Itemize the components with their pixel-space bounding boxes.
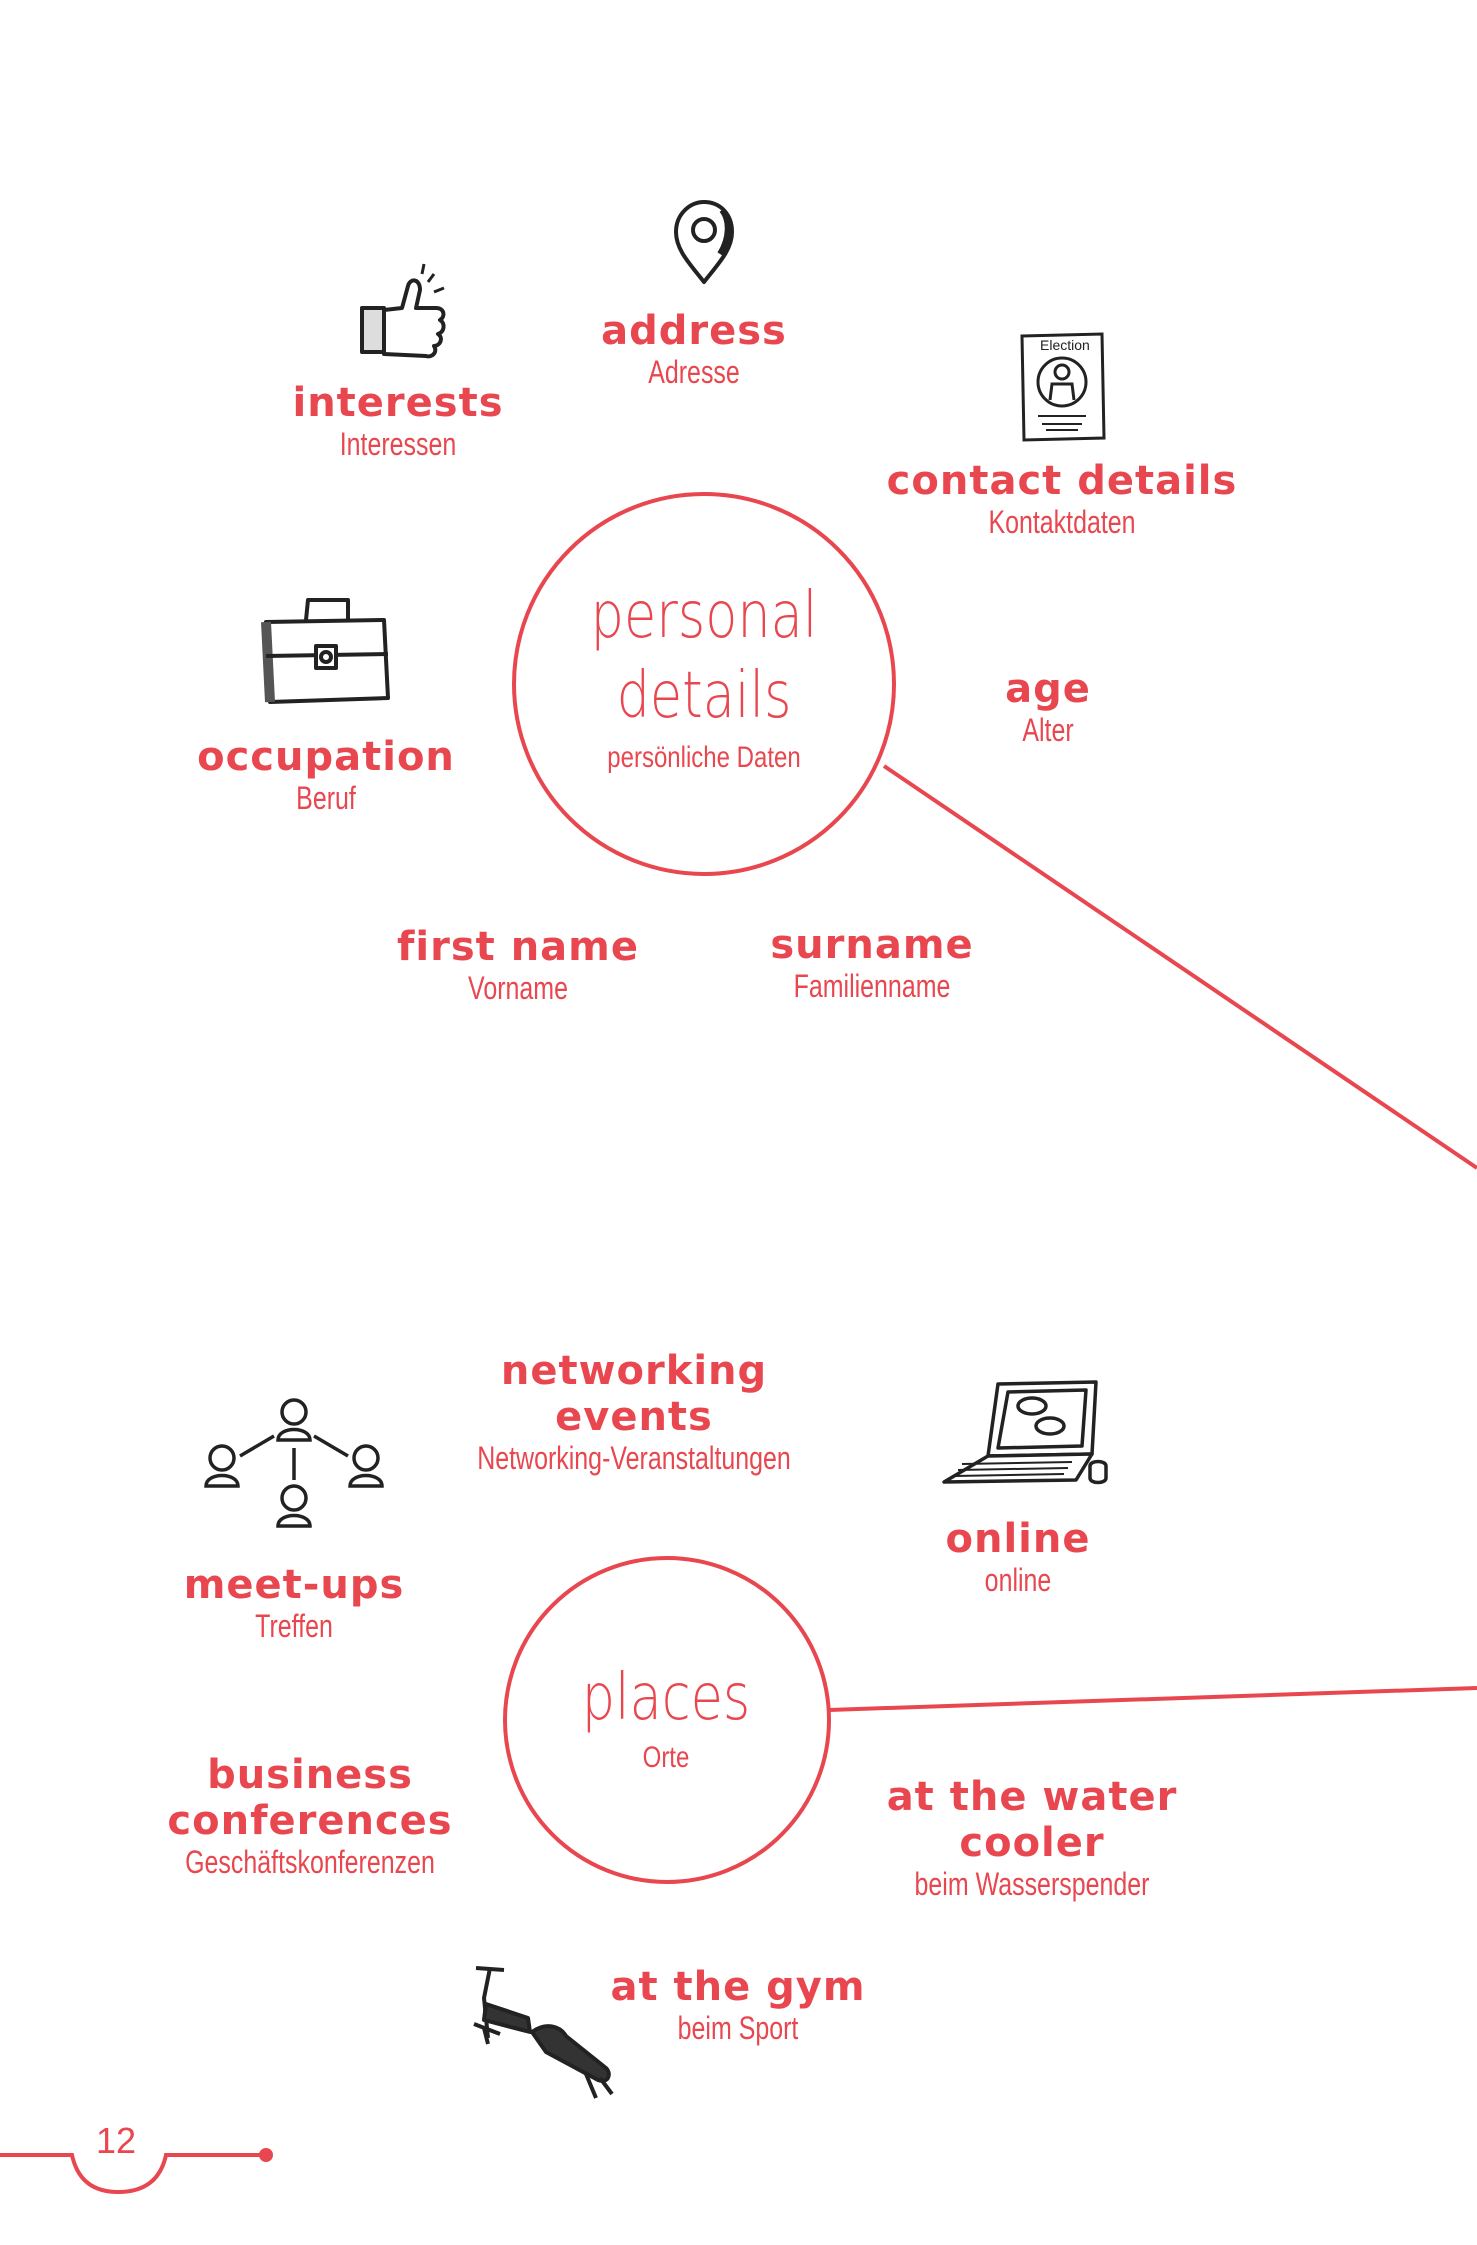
term-de: Alter <box>1022 712 1074 748</box>
footer-dot <box>259 2148 273 2162</box>
briefcase-icon <box>261 598 390 704</box>
term-address: address Adresse <box>601 308 787 390</box>
term-de: beim Wasserspender <box>914 1866 1150 1902</box>
hub-subtitle: persönliche Daten <box>607 741 801 774</box>
term-en: surname <box>770 922 974 968</box>
term-meetups: meet-ups Treffen <box>184 1562 405 1644</box>
term-age: age Alter <box>1005 666 1091 748</box>
places-circle <box>503 1556 831 1884</box>
term-de: beim Sport <box>677 2010 799 2046</box>
places-connector-line <box>828 1686 1477 1712</box>
hub-subtitle: Orte <box>642 1741 690 1774</box>
term-de: Adresse <box>648 354 740 390</box>
term-en-line2: events <box>555 1394 713 1440</box>
term-de: online <box>984 1562 1052 1598</box>
personal-details-hub: personal details persönliche Daten <box>566 576 842 776</box>
term-en: age <box>1005 666 1091 712</box>
term-en: occupation <box>197 734 455 780</box>
hub-title: places <box>581 1661 751 1735</box>
term-en: meet-ups <box>183 1562 405 1608</box>
term-en: first name <box>397 924 639 970</box>
term-en: online <box>945 1516 1091 1562</box>
term-en: at the gym <box>610 1964 866 2010</box>
term-interests: interests Interessen <box>292 380 503 462</box>
page-footer-ornament <box>0 2153 265 2195</box>
election-poster-icon: Election <box>1020 332 1106 442</box>
term-en: interests <box>292 380 504 426</box>
people-network-icon <box>204 1398 384 1528</box>
term-gym: at the gym beim Sport <box>610 1964 865 2046</box>
term-de: Kontaktdaten <box>988 504 1136 540</box>
page-number: 12 <box>96 2120 137 2161</box>
term-online: online online <box>946 1516 1091 1598</box>
location-pin-icon <box>674 200 734 284</box>
thumbs-up-icon <box>360 263 446 359</box>
personal-connector-line <box>882 764 1477 1170</box>
term-de: Networking-Veranstaltungen <box>477 1440 791 1476</box>
term-en: contact details <box>886 458 1238 504</box>
term-en-line2: conferences <box>167 1798 453 1844</box>
weight-bench-icon <box>473 1966 614 2099</box>
term-first-name: first name Vorname <box>397 924 639 1006</box>
term-de: Familienname <box>793 968 951 1004</box>
term-en-line1: business <box>207 1752 413 1798</box>
term-en: address <box>601 308 787 354</box>
term-water-cooler: at the water cooler beim Wasserspender <box>881 1774 1182 1902</box>
term-en-line2: cooler <box>959 1820 1105 1866</box>
term-de: Interessen <box>339 426 457 462</box>
term-de: Treffen <box>255 1608 333 1644</box>
personal-details-circle <box>512 492 896 876</box>
term-de: Beruf <box>296 780 356 816</box>
term-business-conferences: business conferences Geschäftskonferenze… <box>150 1752 470 1880</box>
term-occupation: occupation Beruf <box>197 734 455 816</box>
hub-title-line2: details <box>616 659 792 733</box>
term-de: Vorname <box>468 970 568 1006</box>
term-en-line1: at the water <box>886 1774 1178 1820</box>
hub-title-line1: personal <box>590 579 818 653</box>
term-surname: surname Familienname <box>770 922 973 1004</box>
term-networking-events: networking events Networking-Veranstaltu… <box>433 1348 835 1476</box>
election-icon-text: Election <box>1040 337 1090 353</box>
term-contact-details: contact details Kontaktdaten <box>887 458 1238 540</box>
term-de: Geschäftskonferenzen <box>185 1844 435 1880</box>
laptop-chat-icon <box>942 1380 1108 1485</box>
term-en-line1: networking <box>500 1348 768 1394</box>
places-hub: places Orte <box>563 1658 769 1776</box>
